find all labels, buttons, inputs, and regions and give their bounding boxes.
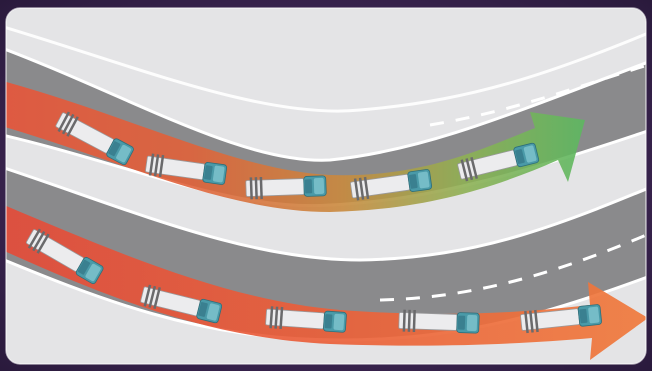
traffic-diagram	[0, 0, 652, 371]
